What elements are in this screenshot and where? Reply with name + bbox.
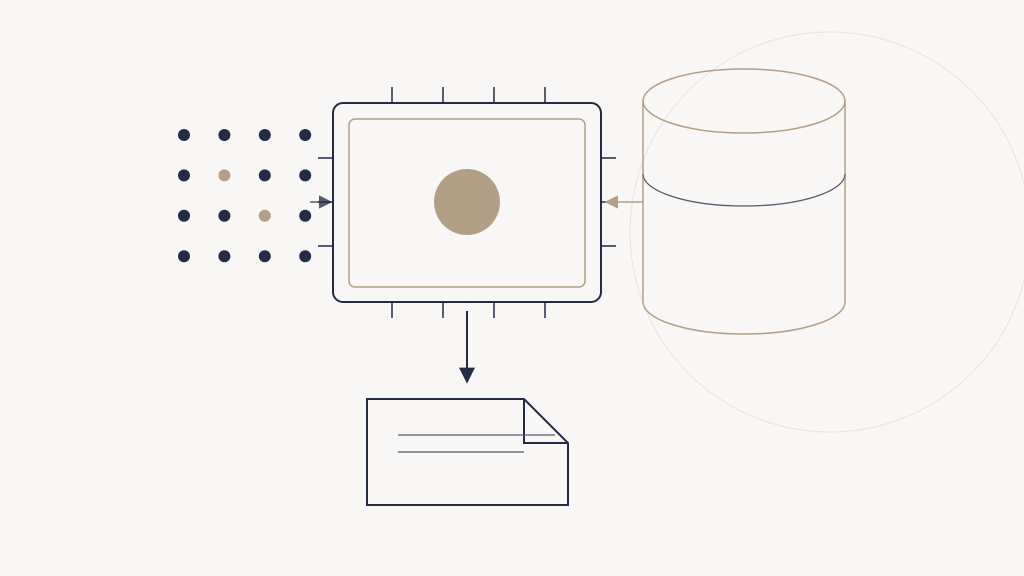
cylinder-divider [642, 173, 846, 207]
grid-dot-highlighted [258, 209, 271, 222]
grid-dot [178, 129, 190, 141]
document-icon [366, 398, 569, 506]
grid-dot [218, 129, 231, 141]
grid-dot [258, 169, 271, 182]
document-fold [523, 399, 568, 444]
grid-dot [258, 129, 271, 141]
grid-dot [299, 209, 312, 222]
input-grid [178, 129, 312, 263]
grid-dot [218, 209, 231, 222]
database-cylinder-icon [642, 68, 846, 335]
cylinder-body [642, 101, 846, 335]
chip-inner-frame [348, 118, 586, 288]
background-ring [629, 31, 1024, 433]
grid-dot [178, 209, 190, 222]
processor-chip [318, 87, 616, 318]
grid-dot [178, 250, 190, 263]
grid-dot [299, 169, 312, 182]
grid-dot [178, 169, 190, 182]
grid-dot [299, 250, 312, 263]
grid-dot [299, 129, 312, 141]
grid-dot-highlighted [218, 169, 231, 182]
grid-dot [258, 250, 271, 263]
grid-dot [218, 250, 231, 263]
cylinder-top [642, 68, 846, 134]
circle-core-icon [434, 169, 500, 235]
